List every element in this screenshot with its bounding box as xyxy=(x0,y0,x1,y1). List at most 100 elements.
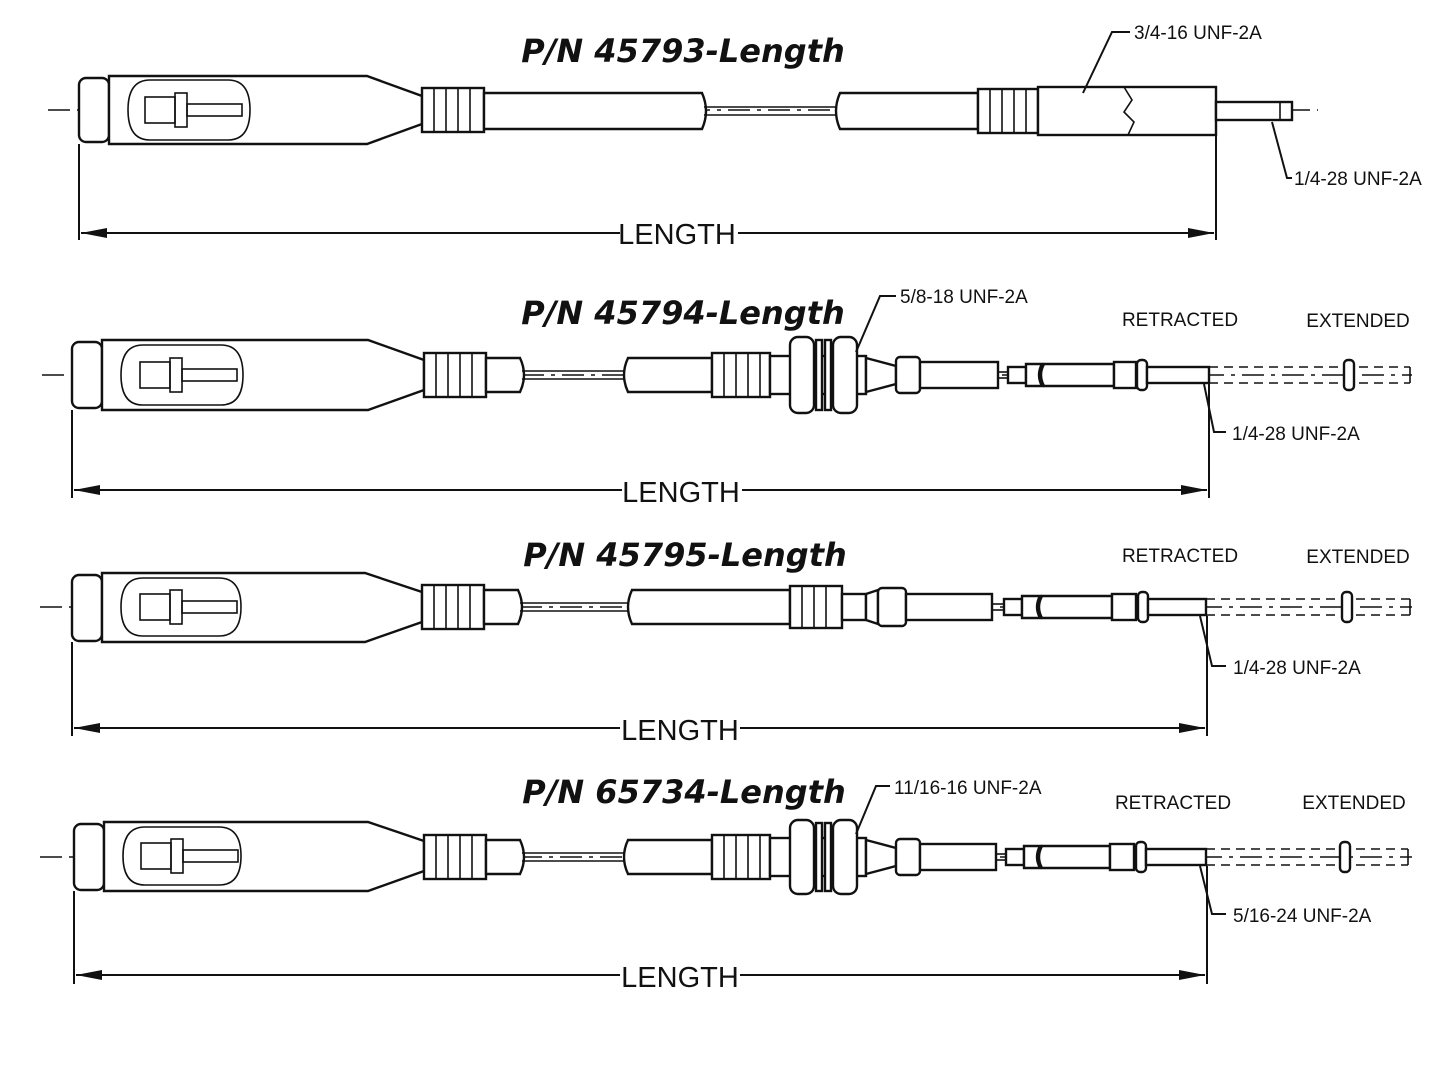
guide-tube xyxy=(918,360,1000,390)
body-thread-callout: 5/8-18 UNF-2A xyxy=(900,287,1028,308)
washer-right xyxy=(823,338,833,412)
swivel-rod xyxy=(186,103,243,117)
length-dimension: LENGTH xyxy=(73,866,1208,994)
conduit-right xyxy=(622,356,714,394)
handle-ferrule xyxy=(420,583,486,631)
drawing-45795: P/N 45795-Length xyxy=(40,536,1412,747)
handle-end-cap xyxy=(70,573,104,643)
rod-collar xyxy=(1110,592,1138,622)
retracted-label: RETRACTED xyxy=(1122,546,1238,567)
rod-coupling xyxy=(1004,847,1026,867)
handle-ferrule xyxy=(422,351,488,399)
rod-sleeve xyxy=(1037,594,1114,620)
length-label: LENGTH xyxy=(618,219,736,251)
control-cable-assembly xyxy=(40,818,1412,896)
bulkhead-ferrule xyxy=(710,833,772,881)
length-dimension: LENGTH xyxy=(78,136,1217,251)
washer-right xyxy=(823,821,833,893)
end-ferrule xyxy=(976,87,1040,135)
conduit-left xyxy=(482,588,524,626)
extended-stop-nut xyxy=(1338,840,1352,874)
drawing-45794: P/N 45794-Length xyxy=(42,287,1412,509)
retracted-stop-nut xyxy=(1135,358,1149,392)
conduit-right xyxy=(622,838,714,876)
handle-slot xyxy=(120,344,244,406)
length-label: LENGTH xyxy=(621,962,739,994)
control-cable-assembly xyxy=(40,571,1412,644)
part-number-title: P/N 45793-Length xyxy=(521,32,845,70)
control-cable-assembly xyxy=(48,74,1318,146)
output-rod xyxy=(1144,847,1208,867)
callouts: RETRACTED EXTENDED 1/4-28 UNF-2A xyxy=(1122,546,1410,679)
washer-left xyxy=(814,821,824,893)
body-thread-callout: 3/4-16 UNF-2A xyxy=(1134,23,1262,44)
length-dimension: LENGTH xyxy=(71,616,1208,747)
guide-tube xyxy=(918,842,998,872)
swivel-collar xyxy=(894,837,922,877)
end-ferrule xyxy=(788,584,844,630)
callouts: 3/4-16 UNF-2A 1/4-28 UNF-2A xyxy=(1082,23,1422,190)
drawing-65734: P/N 65734-Length xyxy=(40,773,1412,994)
callouts: 5/8-18 UNF-2A RETRACTED EXTENDED 1/4-28 … xyxy=(855,287,1410,445)
jam-nut-right xyxy=(831,335,859,415)
swivel-collar xyxy=(894,355,922,395)
conduit-left xyxy=(484,838,526,876)
swivel-rod xyxy=(182,849,239,863)
body-thread-callout: 11/16-16 UNF-2A xyxy=(894,778,1042,799)
part-number-title: P/N 65734-Length xyxy=(522,773,846,811)
handle-body xyxy=(100,571,424,644)
guide-tube xyxy=(904,592,994,622)
part-number-title: P/N 45795-Length xyxy=(523,536,847,574)
rod-coupling xyxy=(1006,365,1028,385)
handle-body xyxy=(102,820,426,893)
bulkhead-ferrule xyxy=(710,351,772,399)
control-cable-assembly xyxy=(42,335,1412,415)
retracted-stop-nut xyxy=(1136,590,1150,624)
handle-ferrule xyxy=(422,833,488,881)
handle-slot xyxy=(120,577,242,637)
length-label: LENGTH xyxy=(621,715,739,747)
conduit-left xyxy=(482,91,708,131)
conduit-right xyxy=(626,588,792,626)
swivel-rod xyxy=(181,368,238,382)
extended-stop-nut xyxy=(1342,358,1356,392)
output-rod xyxy=(1214,100,1294,122)
jam-nut-right xyxy=(831,818,859,896)
rod-thread-callout: 1/4-28 UNF-2A xyxy=(1233,658,1361,679)
length-label: LENGTH xyxy=(622,477,740,509)
swivel-taper xyxy=(864,356,898,394)
extended-stop-nut xyxy=(1340,590,1354,624)
retracted-label: RETRACTED xyxy=(1122,310,1238,331)
part-number-title: P/N 45794-Length xyxy=(521,294,845,332)
conduit-right xyxy=(834,91,980,131)
swivel-collar xyxy=(876,586,908,628)
rod-thread-callout: 1/4-28 UNF-2A xyxy=(1232,424,1360,445)
rod-collar xyxy=(1108,842,1136,872)
handle-body xyxy=(107,74,424,146)
extended-label: EXTENDED xyxy=(1306,311,1409,332)
threaded-end-fitting xyxy=(1036,85,1218,137)
break-line xyxy=(1122,86,1135,136)
extended-label: EXTENDED xyxy=(1306,547,1409,568)
handle-slot xyxy=(122,826,242,886)
handle-end-cap xyxy=(72,822,106,892)
output-rod xyxy=(1145,365,1211,385)
output-rod xyxy=(1146,597,1208,617)
retracted-stop-nut xyxy=(1134,840,1148,874)
rod-sleeve xyxy=(1039,362,1116,388)
rod-thread-callout: 5/16-24 UNF-2A xyxy=(1233,906,1372,927)
callouts: 11/16-16 UNF-2A RETRACTED EXTENDED 5/16-… xyxy=(855,778,1406,927)
handle-ferrule xyxy=(420,86,486,134)
rod-sleeve xyxy=(1037,844,1112,870)
drawing-45793: P/N 45793-Length LENGTH xyxy=(48,23,1422,251)
washer-left xyxy=(814,338,824,412)
handle-end-cap xyxy=(77,76,111,144)
jam-nut-left xyxy=(788,818,816,896)
conduit-left xyxy=(484,356,526,394)
length-dimension: LENGTH xyxy=(71,384,1210,509)
swivel-rod xyxy=(181,600,238,614)
swivel-taper xyxy=(864,838,898,876)
handle-body xyxy=(100,338,426,412)
handle-end-cap xyxy=(70,340,104,410)
